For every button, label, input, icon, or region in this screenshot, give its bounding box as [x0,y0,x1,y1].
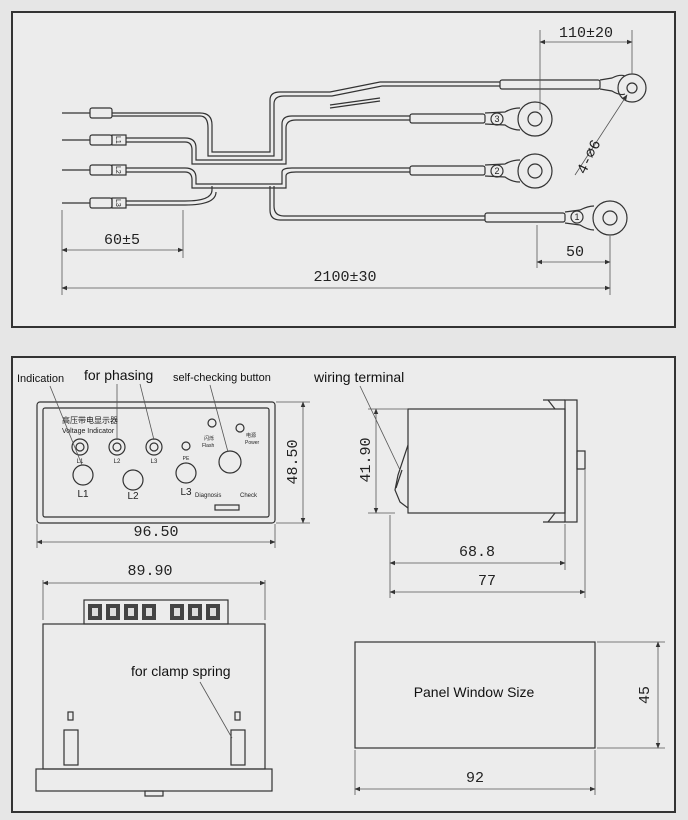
wire-tag: L3 [114,199,121,207]
dim-window-height: 45 [637,686,654,704]
cable-harness: L1 L2 L3 [62,73,647,236]
label-wiring-terminal: wiring terminal [313,369,404,385]
lamp-label: L3 [180,487,192,498]
panel-window: Panel Window Size 45 92 [354,641,665,795]
label-clamp-spring: for clamp spring [131,663,231,679]
lamp-label: L1 [77,489,89,500]
label-phasing: for phasing [84,367,153,383]
lamp-label: L2 [127,491,139,502]
right-sleeves [409,79,601,223]
side-view [394,399,586,523]
terminal-block [88,604,220,620]
dim-front-width: 96.50 [133,524,178,541]
panel-window-label: Panel Window Size [414,684,535,700]
dim-side-body: 68.8 [459,544,495,561]
cable-panel [11,11,676,328]
terminal-number: 3 [494,114,499,124]
dim-window-width: 92 [466,770,484,787]
wire-bundle [184,81,500,221]
check-label: Check [240,493,258,499]
power-label-en: Power [245,440,260,446]
dim-tip-length: 110±20 [559,25,613,42]
self-check-button[interactable] [218,450,242,474]
flash-label-en: Flash [202,443,214,449]
ring-lug-3 [484,101,553,137]
jack-label: L1 [77,459,84,465]
power-label-cn: 电源 [246,432,256,439]
cable-dimensions: 110±20 4-⌀6 60±5 50 2100±30 [61,25,633,295]
dim-side-total: 77 [478,573,496,590]
left-ferrules [62,107,200,209]
diagnosis-label: Diagnosis [195,493,221,499]
dim-sleeve-length: 60±5 [104,232,140,249]
dim-total-length: 2100±30 [313,269,376,286]
device-title-en: Voltage Indicator [62,428,115,435]
ring-lug-1 [564,200,628,236]
label-indication: Indication [17,373,64,385]
ring-lug-2 [484,153,553,189]
dim-lug-length: 50 [566,244,584,261]
device-panel [11,356,676,813]
label-self-checking: self-checking button [173,372,271,384]
jack-label: L2 [114,459,121,465]
terminal-number: 2 [494,166,499,176]
dim-side-height: 41.90 [358,437,375,482]
dim-top-width: 89.90 [127,563,172,580]
front-view: 高压带电显示器 Voltage Indicator L1 L2 L3 L1 L2… [36,401,276,524]
dim-front-height: 48.50 [285,439,302,484]
jack-label: L3 [151,459,158,465]
device-title-cn: 高压带电显示器 [62,415,118,425]
terminal-number: 1 [574,212,579,222]
pe-label: PE [183,456,190,462]
wire-tag: L1 [114,136,121,144]
wire-tag: L2 [114,166,121,174]
top-view: 89.90 [35,563,273,797]
flash-label-cn: 闪烁 [204,435,214,442]
